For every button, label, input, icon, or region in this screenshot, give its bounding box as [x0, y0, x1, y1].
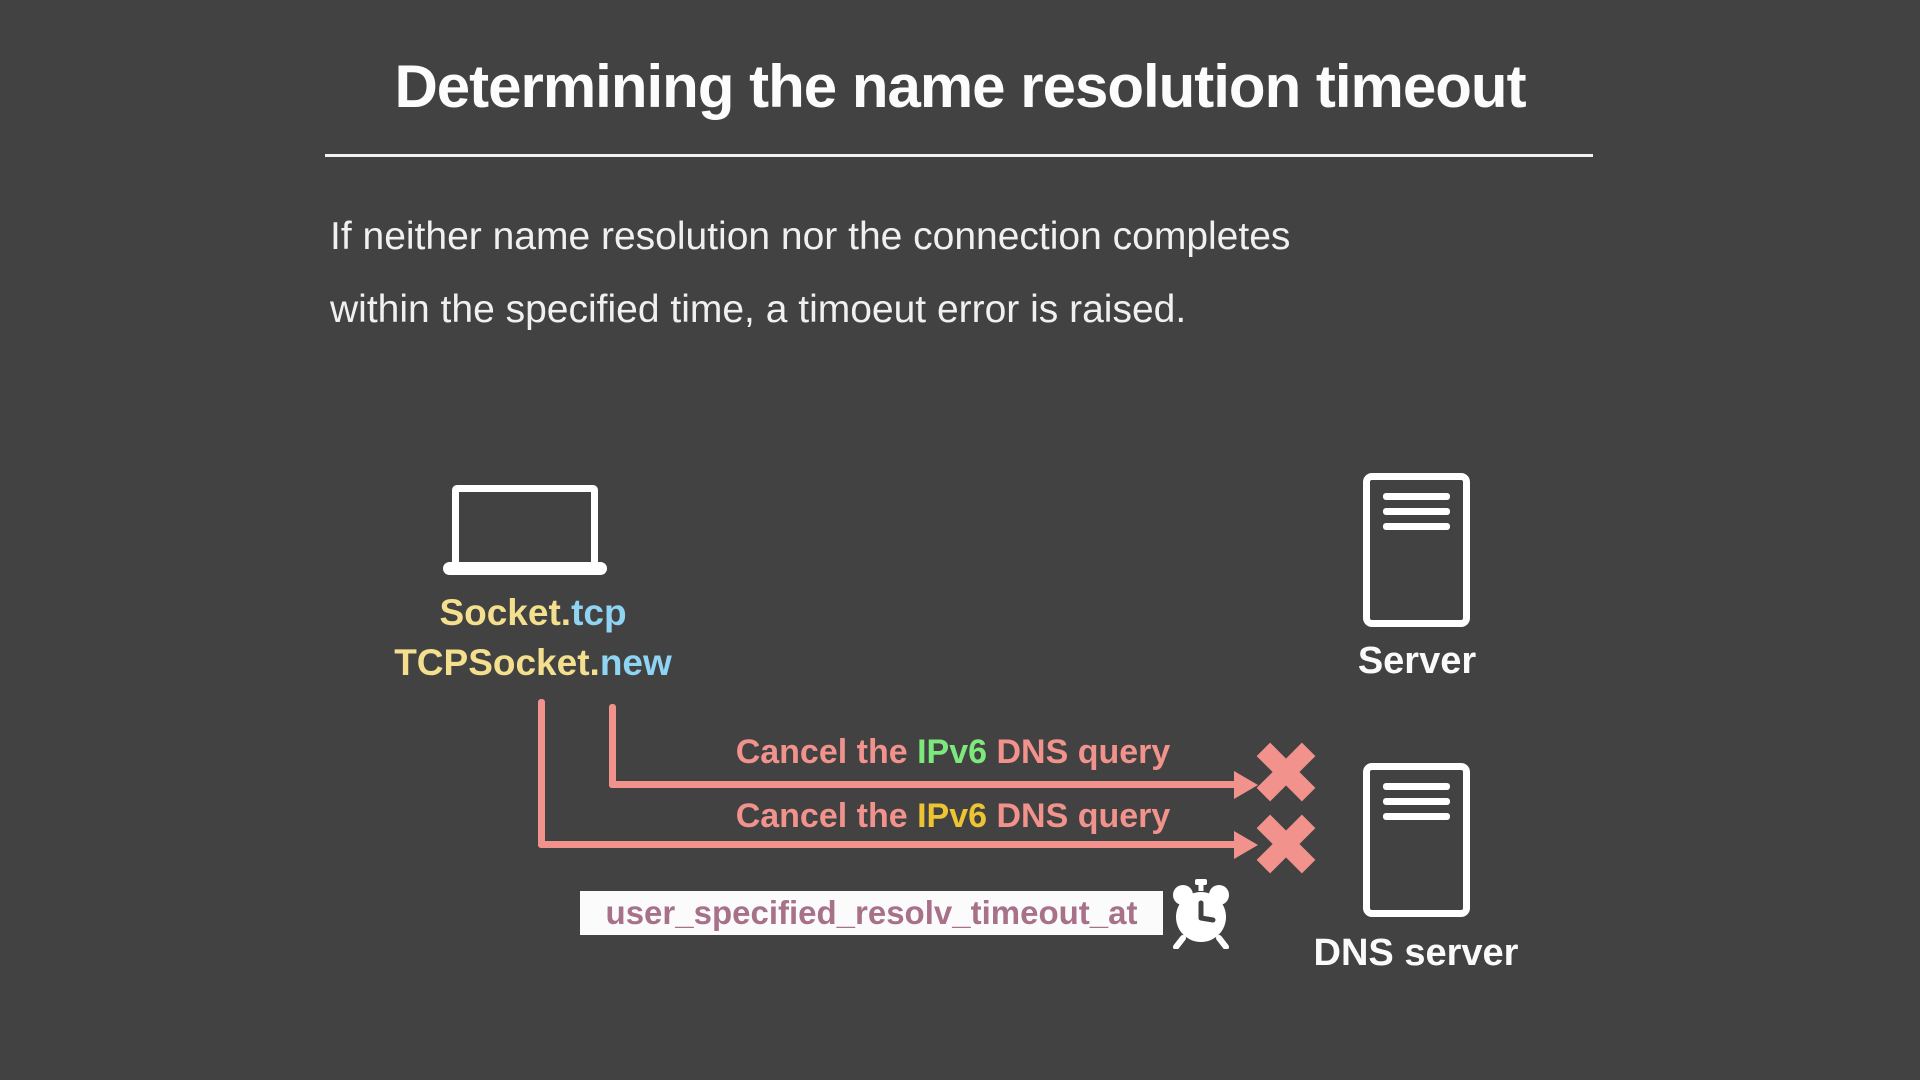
label-prefix: Cancel the: [735, 733, 918, 771]
title-divider: [325, 154, 1593, 157]
cancel-ipv6-query-label-first: Cancel the IPv6 DNS query: [653, 733, 1253, 772]
page-title: Determining the name resolution timeout: [394, 53, 1526, 120]
body-line-2: within the specified time, a timoeut err…: [330, 288, 1187, 331]
timeout-variable-label: user_specified_resolv_timeout_at: [605, 894, 1138, 931]
server-slot: [1383, 813, 1450, 820]
label-suffix: DNS query: [987, 797, 1171, 835]
laptop-icon: [443, 485, 607, 575]
cancel-ipv6-query-label-second: Cancel the IPv6 DNS query: [653, 797, 1253, 836]
server-icon: [1363, 473, 1470, 627]
cancel-x-icon: [1254, 812, 1318, 876]
protocol-highlight: IPv6: [917, 797, 988, 835]
client-code-labels: Socket.tcp TCPSocket.new: [383, 588, 683, 688]
code-line-tcpsocket-new: TCPSocket.new: [383, 638, 683, 688]
protocol-highlight: IPv6: [917, 733, 988, 771]
server-frame: [1363, 763, 1470, 917]
code-accent-text: new: [599, 642, 672, 683]
dns-server-label: DNS server: [1313, 932, 1519, 974]
server-slot: [1383, 798, 1450, 805]
arrow-first-horizontal-line: [609, 781, 1238, 788]
server-slot: [1383, 783, 1450, 790]
arrow-second-horizontal-line: [538, 841, 1238, 848]
body-text: If neither name resolution nor the conne…: [330, 200, 1630, 346]
server-frame: [1363, 473, 1470, 627]
arrow-first-head-icon: [1234, 771, 1258, 799]
alarm-clock-icon: [1170, 879, 1232, 954]
code-accent-text: tcp: [571, 592, 627, 633]
timeout-variable-box: user_specified_resolv_timeout_at: [580, 891, 1163, 935]
laptop-base: [443, 562, 607, 575]
server-label: Server: [1357, 640, 1477, 682]
code-base-text: TCPSocket.: [394, 642, 600, 683]
cancel-x-icon: [1254, 740, 1318, 804]
laptop-screen: [452, 485, 598, 569]
body-line-1: If neither name resolution nor the conne…: [330, 215, 1291, 258]
server-slot: [1383, 508, 1450, 515]
dns-server-icon: [1363, 763, 1470, 917]
code-line-socket-tcp: Socket.tcp: [383, 588, 683, 638]
label-suffix: DNS query: [987, 733, 1171, 771]
code-base-text: Socket.: [439, 592, 572, 633]
server-slot: [1383, 493, 1450, 500]
arrow-second-head-icon: [1234, 831, 1258, 859]
arrow-second-vertical-line: [538, 699, 545, 845]
server-slot: [1383, 523, 1450, 530]
label-prefix: Cancel the: [735, 797, 918, 835]
arrow-first-vertical-line: [609, 704, 616, 788]
